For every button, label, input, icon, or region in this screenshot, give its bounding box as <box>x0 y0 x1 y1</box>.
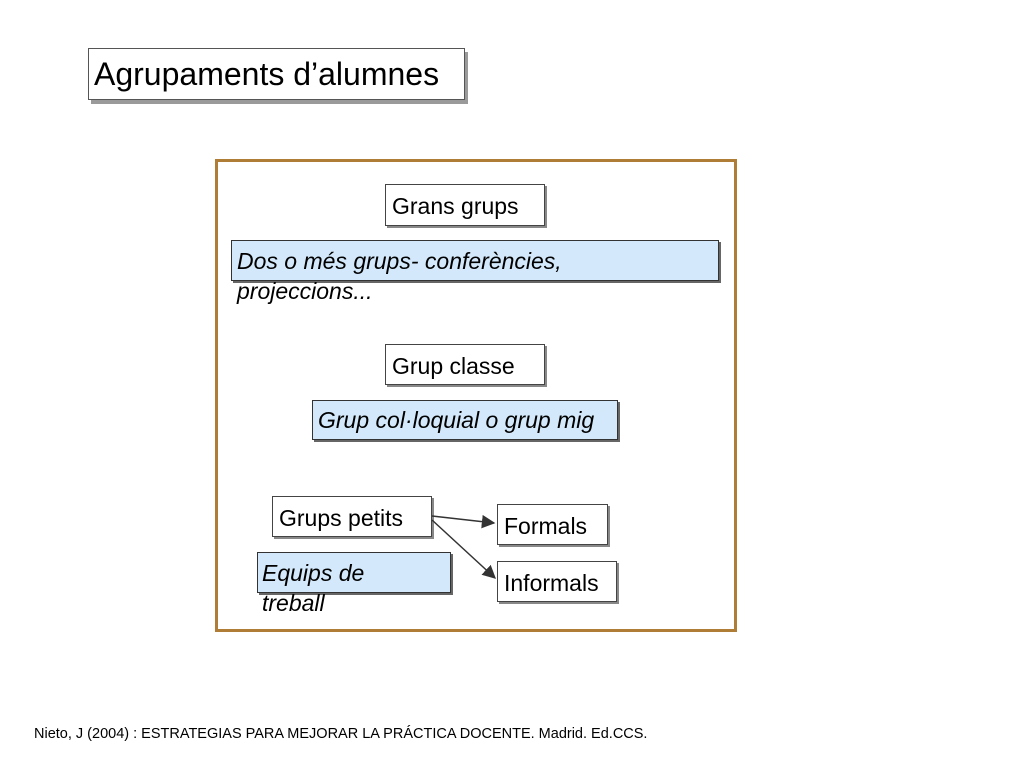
node-informals: Informals <box>497 561 617 602</box>
desc-grup-classe: Grup col·loquial o grup mig <box>318 407 595 433</box>
title-box <box>88 48 465 100</box>
desc-grans-grups: Dos o més grups- conferències, projeccio… <box>237 248 562 304</box>
node-grup-classe: Grup classe <box>385 344 545 385</box>
citation: Nieto, J (2004) : ESTRATEGIAS PARA MEJOR… <box>34 726 648 742</box>
desc-box-grans-grups <box>231 240 719 281</box>
node-formals: Formals <box>497 504 608 545</box>
desc-box-grup-classe <box>312 400 618 440</box>
desc-box-grups-petits <box>257 552 451 593</box>
node-grups-petits: Grups petits <box>272 496 432 537</box>
desc-grups-petits: Equips de treball <box>262 560 365 616</box>
page-title: Agrupaments d’alumnes <box>94 56 440 92</box>
node-grans-grups: Grans grups <box>385 184 545 226</box>
